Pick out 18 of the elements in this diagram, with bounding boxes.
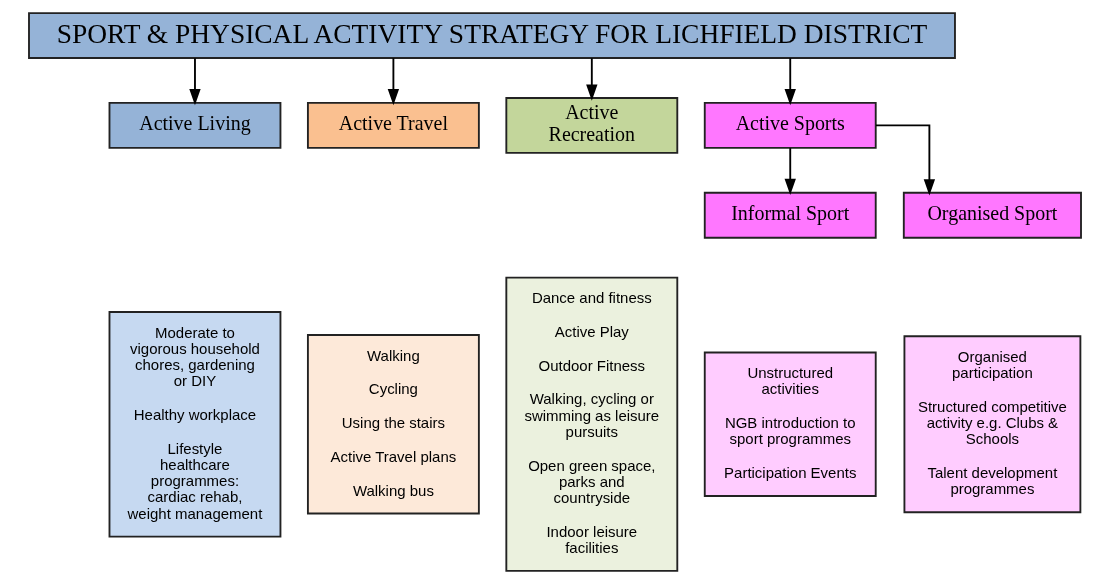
node-box: Organised participation Structured competitive activity e.g. Clubs & Schools Talent development programmes	[903, 335, 1081, 514]
node-box: Informal Sport	[703, 191, 877, 239]
node-box: Active Sports	[703, 102, 877, 149]
arrow	[585, 57, 597, 101]
node-box: Moderate to vigorous household chores, gardening or DIY Healthy workplace Lifestyle healthcare programmes: cardiac rehab, weight management	[108, 311, 281, 538]
arrow	[387, 57, 399, 106]
node-box: SPORT & PHYSICAL ACTIVITY STRATEGY FOR LICHFIELD DISTRICT	[27, 12, 956, 59]
node-box: Active Recreation	[504, 97, 678, 154]
node-box: Active Travel	[306, 102, 480, 149]
node-box: Unstructured activities NGB introduction to sport programmes Participation Events	[703, 351, 877, 497]
node-box: Active Living	[108, 102, 281, 149]
node-box: Walking Cycling Using the stairs Active Travel plans Walking bus	[306, 334, 480, 515]
arrow	[188, 57, 201, 106]
node-box: Dance and fitness Active Play Outdoor Fitness Walking, cycling or swimming as leisure pursuits Open green space, parks and countryside Indoor leisure facilities	[504, 276, 678, 572]
node-box: Organised Sport	[902, 191, 1082, 239]
arrow	[874, 124, 935, 196]
arrow	[784, 147, 796, 196]
arrow	[784, 57, 796, 106]
